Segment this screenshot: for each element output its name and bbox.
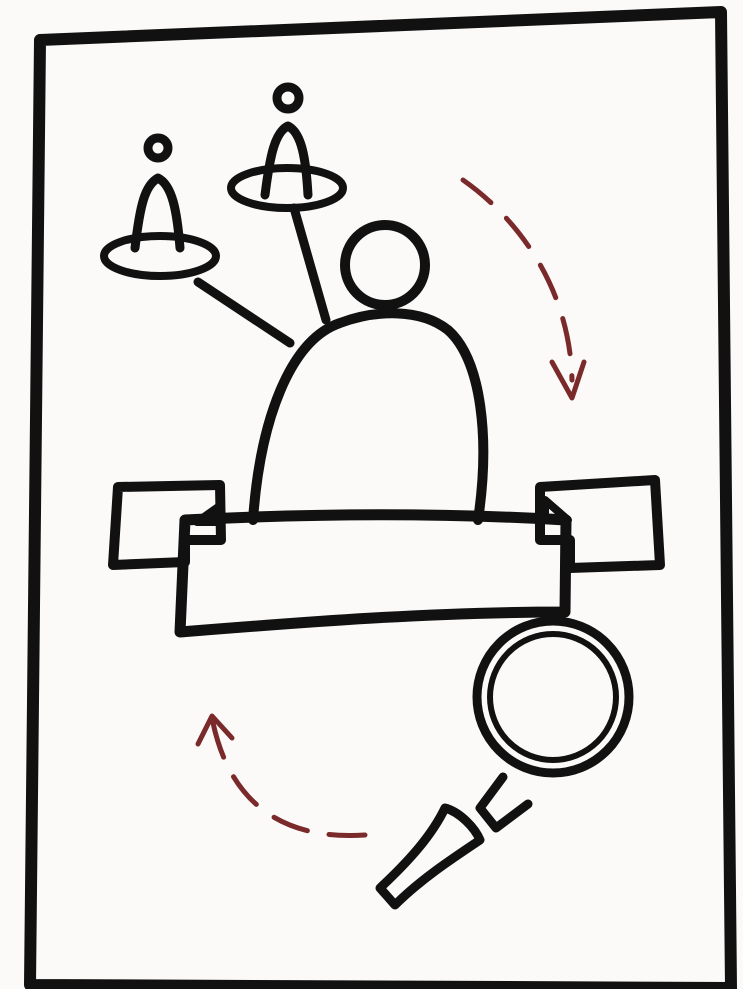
person-right-icon	[231, 87, 343, 320]
dashed-arrow-top-icon	[463, 180, 584, 398]
banner-icon	[113, 480, 660, 632]
magnifier-icon	[380, 621, 629, 905]
speaker-person-icon	[253, 225, 483, 520]
frame-border	[30, 12, 731, 988]
dashed-arrow-bottom-icon	[198, 716, 365, 836]
